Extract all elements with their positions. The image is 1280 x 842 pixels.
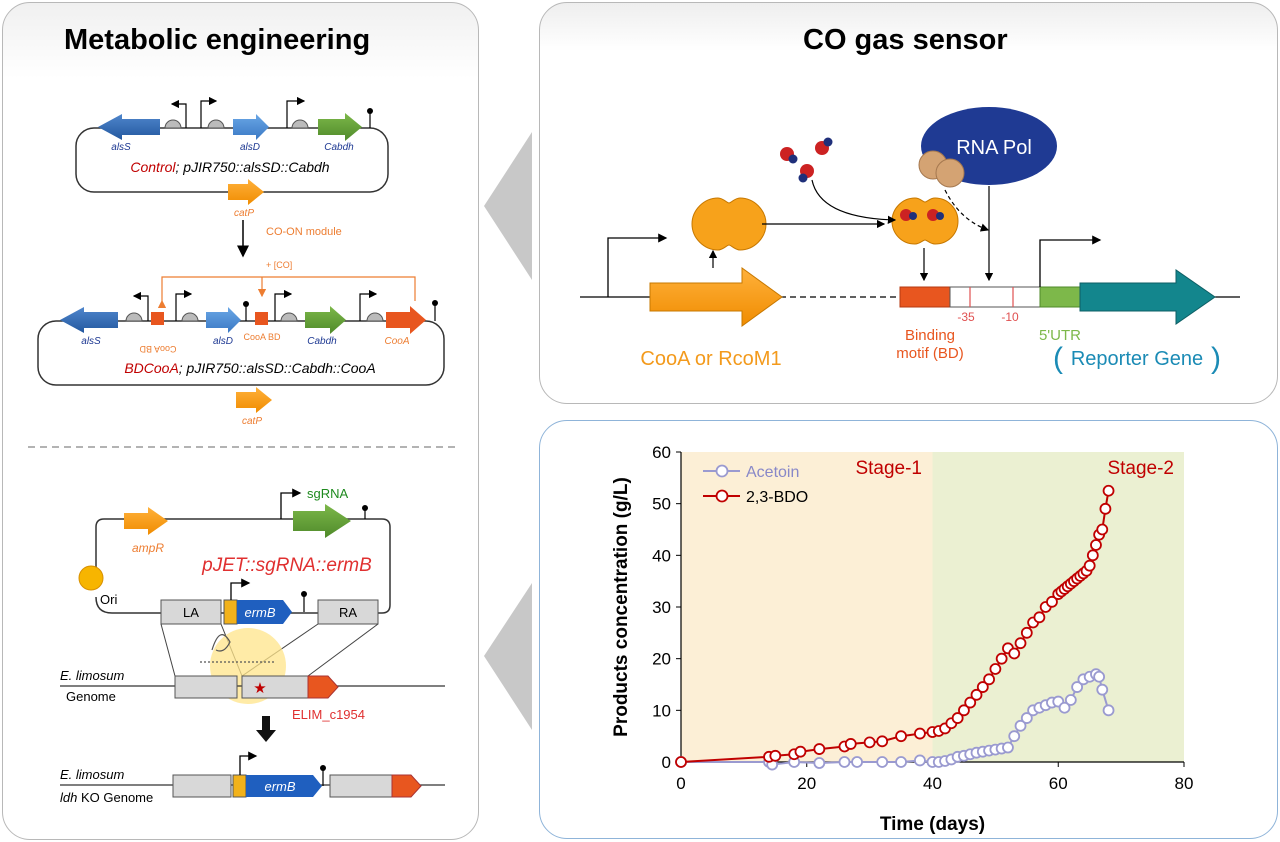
connector-chevron-bottom: [484, 583, 532, 730]
metabolic-engineering-title: Metabolic engineering: [64, 24, 371, 56]
co-sensor-title: CO gas sensor: [803, 24, 1008, 56]
connector-chevron-top: [484, 132, 532, 280]
metabolic-engineering-panel: [2, 2, 479, 840]
production-chart-panel: [539, 420, 1278, 839]
co-sensor-panel: [539, 2, 1278, 404]
